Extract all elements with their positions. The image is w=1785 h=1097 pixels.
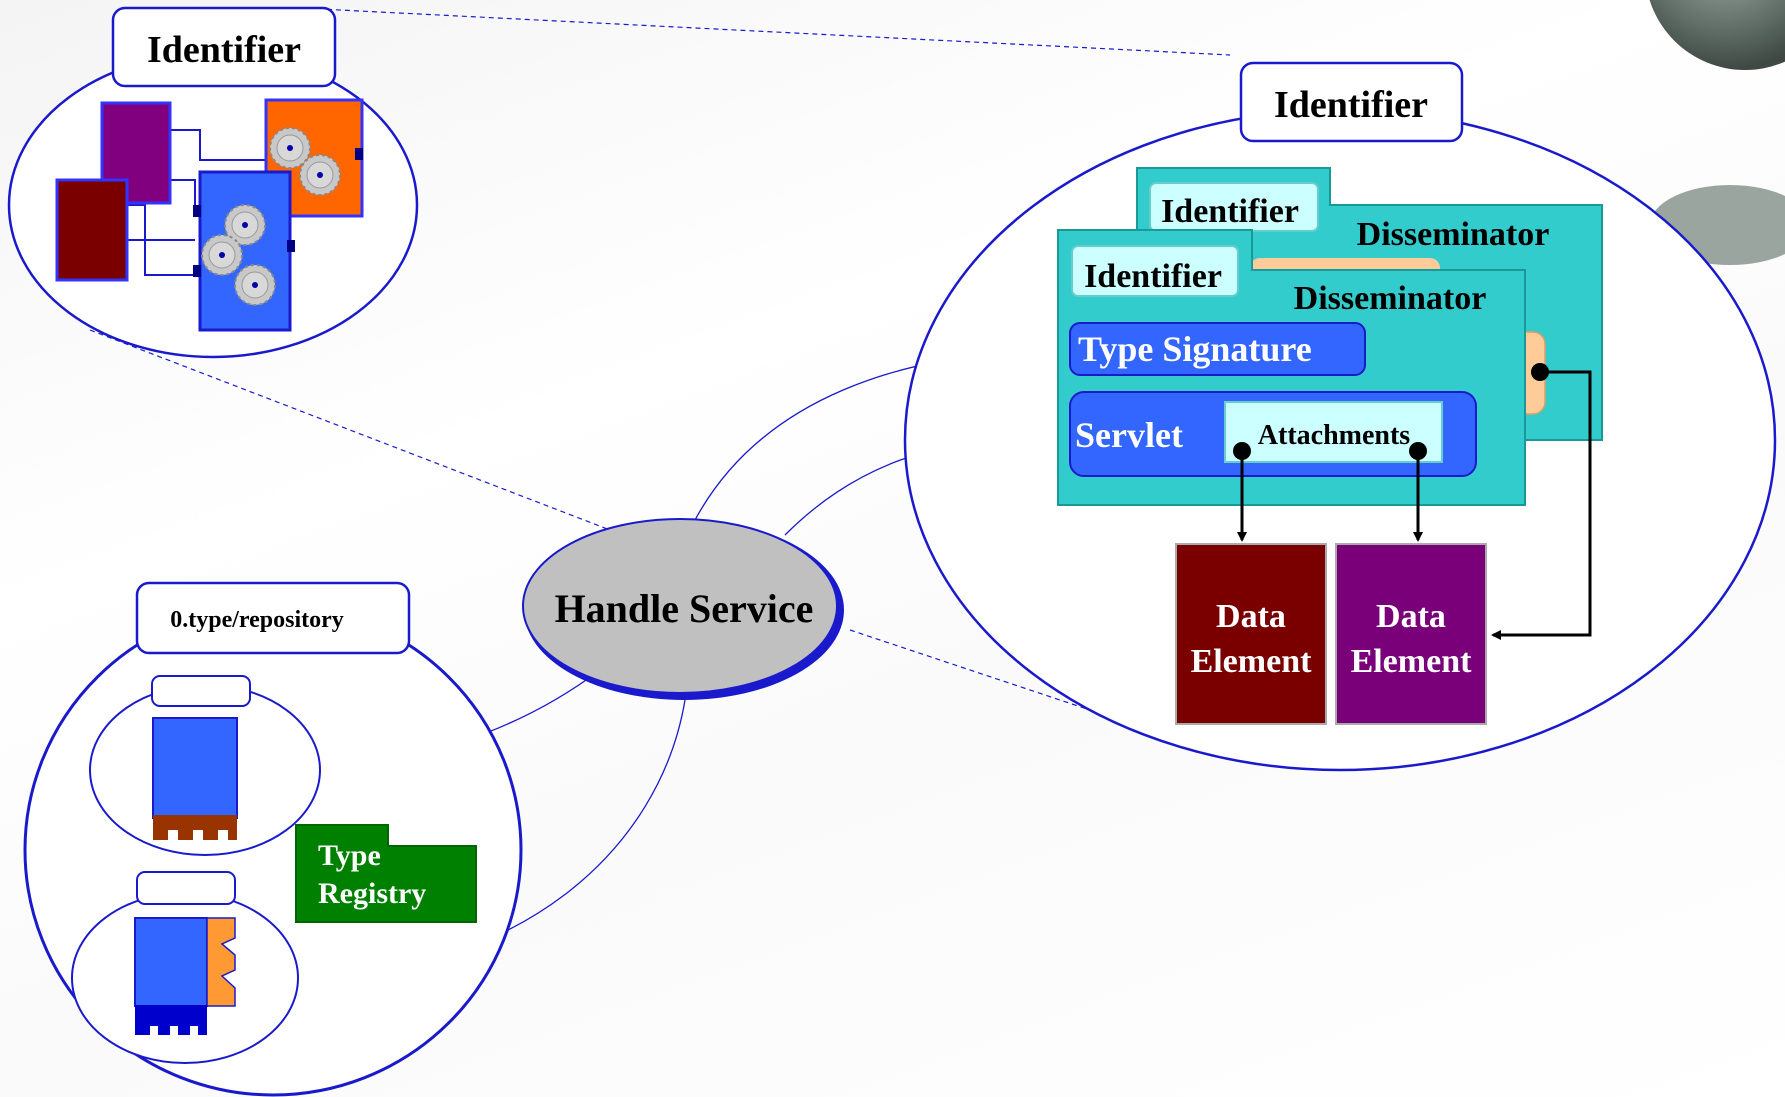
bottom-left-repository-group: 0.type/repository Type Registry	[23, 581, 523, 1097]
gear-icon	[269, 127, 311, 169]
type-signature-label: Type Signature	[1078, 329, 1312, 369]
type-registry-line2: Registry	[318, 877, 426, 910]
data-element-1: Data Element	[1175, 543, 1327, 725]
top-left-title: Identifier	[147, 29, 301, 71]
data-element-2: Data Element	[1335, 543, 1487, 725]
type-registry-folder: Type Registry	[295, 824, 477, 923]
front-card-disseminator: Disseminator	[1294, 280, 1487, 317]
disseminator-card-front: Identifier Disseminator Type Signature S…	[1057, 229, 1526, 506]
gear-icon	[201, 234, 243, 276]
repository-title-box	[135, 581, 411, 655]
back-card-disseminator: Disseminator	[1357, 216, 1550, 253]
orange-connector-icon	[206, 917, 236, 1007]
right-title: Identifier	[1274, 84, 1428, 126]
data-element-2-line1: Data	[1376, 598, 1446, 635]
purple-block	[100, 101, 172, 205]
type-signature-box	[1069, 322, 1366, 376]
attachments-label: Attachments	[1258, 420, 1411, 451]
right-identifier-group: Identifier Identifier Disseminator Ident…	[903, 61, 1777, 772]
front-card-identifier: Identifier	[1084, 258, 1222, 295]
connector-icon	[153, 815, 237, 840]
gear-icon	[234, 264, 276, 306]
right-title-box	[1239, 61, 1464, 143]
top-left-identifier-group: Identifier	[7, 6, 419, 359]
attachment-arrows	[1237, 370, 1592, 640]
back-card-identifier: Identifier	[1161, 193, 1299, 230]
top-left-title-box	[111, 6, 337, 88]
connector-icon	[135, 1005, 207, 1035]
type-block-lower	[134, 917, 208, 1007]
maroon-block	[55, 178, 129, 282]
attachments-box	[1224, 401, 1443, 463]
data-element-1-line1: Data	[1216, 598, 1286, 635]
servlet-label: Servlet	[1075, 415, 1183, 455]
data-element-2-line2: Element	[1351, 643, 1473, 680]
handle-service-ellipse	[522, 518, 838, 694]
handle-service-label: Handle Service	[555, 586, 814, 631]
data-element-1-line2: Element	[1191, 643, 1313, 680]
repository-title: 0.type/repository	[170, 607, 344, 633]
type-block-upper	[152, 717, 238, 819]
type-registry-line1: Type	[318, 839, 381, 872]
gear-icon	[299, 154, 341, 196]
handle-service-node: Handle Service	[522, 518, 844, 700]
